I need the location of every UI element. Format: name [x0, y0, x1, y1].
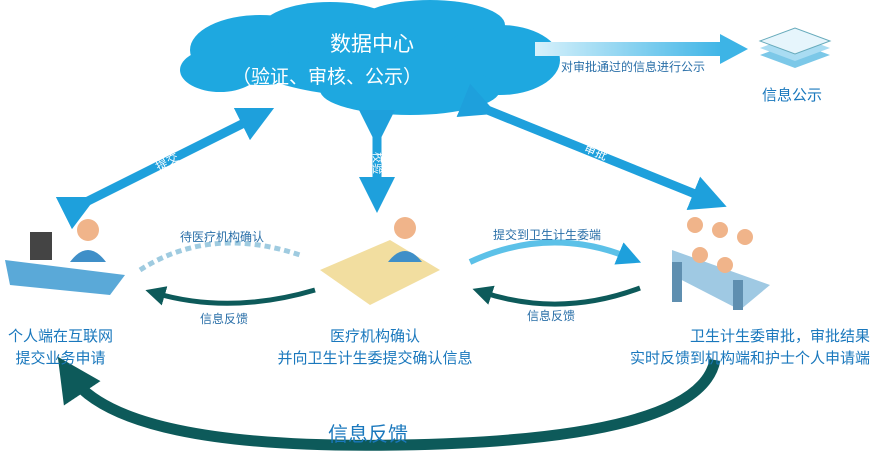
submit-arrow	[55, 107, 275, 230]
institution-icon	[320, 217, 440, 305]
feedback-bottom-arrow	[57, 356, 721, 451]
individual-line-2: 提交业务申请	[15, 349, 106, 367]
pending-confirm-label: 待医疗机构确认	[180, 230, 265, 244]
publish-arrow	[535, 34, 748, 64]
individual-user-icon	[5, 219, 125, 295]
feedback-left-label: 信息反馈	[200, 312, 249, 326]
commission-line-1: 卫生计生委审批，审批结果	[689, 327, 870, 345]
submit-commission-label: 提交到卫生计生委端	[493, 228, 602, 242]
institution-line-1: 医疗机构确认	[329, 327, 420, 345]
publish-label: 信息公示	[762, 86, 823, 104]
commission-line-2: 实时反馈到机构端和护士个人申请端	[629, 349, 870, 367]
commission-label: 卫生计生委审批，审批结果 实时反馈到机构端和护士个人申请端	[590, 325, 870, 369]
cloud-icon	[180, 0, 560, 115]
documents-icon	[758, 27, 832, 68]
center-subtitle: （验证、审核、公示）	[232, 66, 423, 88]
feedback-left-arrow	[145, 286, 316, 306]
approve-arrow	[456, 83, 727, 210]
center-title: 数据中心	[330, 32, 414, 56]
publish-note: 对审批通过的信息进行公示	[561, 60, 706, 74]
verify-label: 校验	[371, 152, 384, 174]
individual-line-1: 个人端在互联网	[8, 327, 114, 345]
institution-label: 医疗机构确认 并向卫生计生委提交确认信息	[250, 325, 500, 369]
individual-label: 个人端在互联网 提交业务申请	[8, 325, 113, 369]
submit-commission-arrow	[468, 239, 642, 265]
feedback-bottom-label: 信息反馈	[328, 422, 408, 446]
pending-arrow	[138, 240, 301, 273]
institution-line-2: 并向卫生计生委提交确认信息	[277, 349, 473, 367]
feedback-right-arrow	[472, 285, 641, 307]
feedback-right-label: 信息反馈	[527, 309, 576, 323]
commission-icon	[672, 217, 770, 310]
